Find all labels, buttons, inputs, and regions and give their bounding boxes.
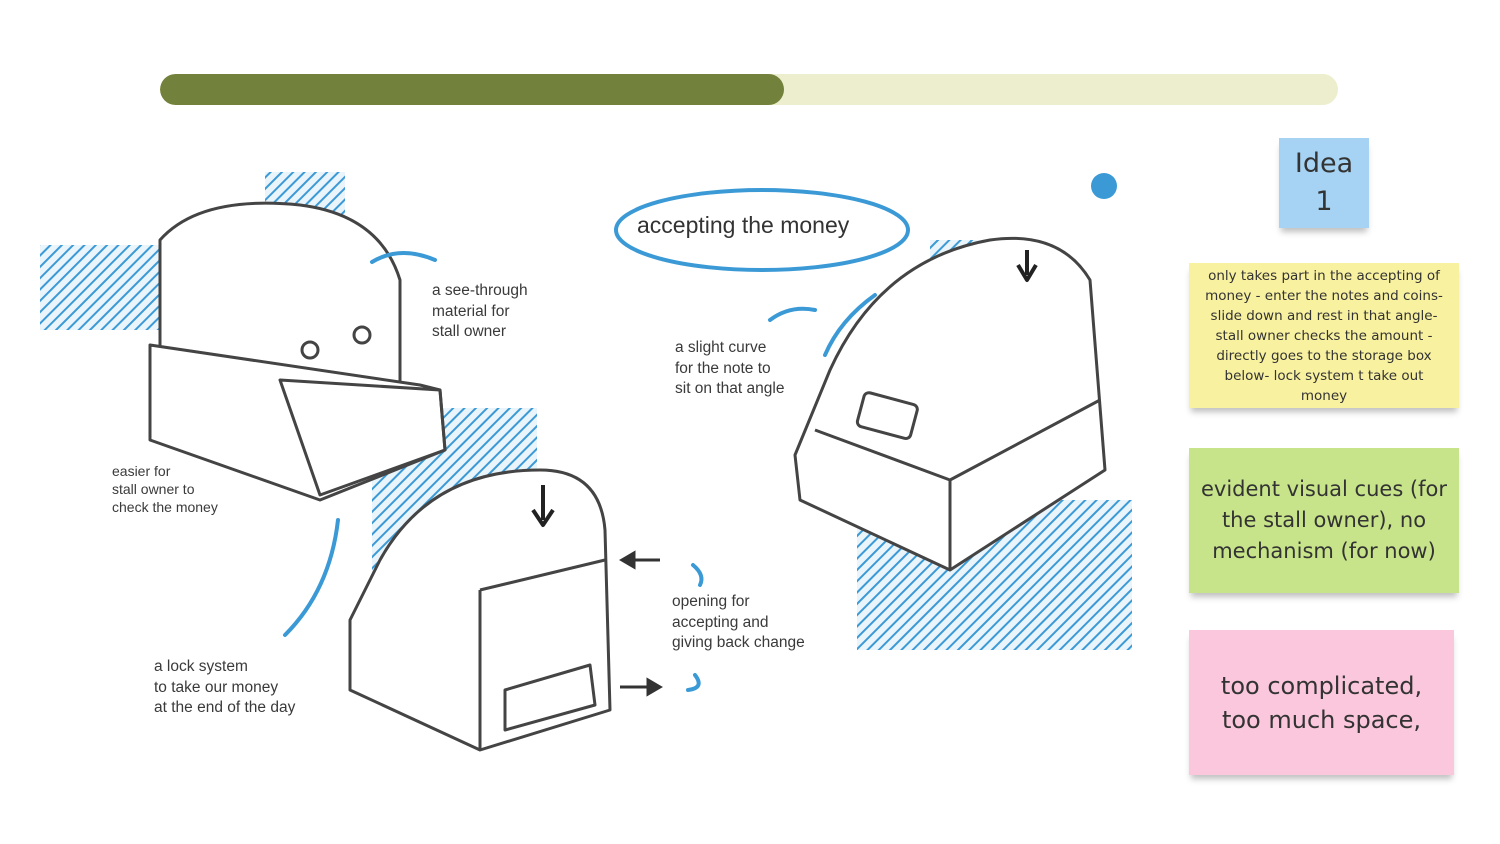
sticky-note-yellow: only takes part in the accepting of mone… bbox=[1189, 263, 1459, 408]
progress-bar-fill bbox=[160, 74, 785, 105]
annotation-easier: easier for stall owner to check the mone… bbox=[112, 463, 218, 515]
sketch-device-top-left bbox=[148, 201, 447, 502]
sketch-device-bottom bbox=[348, 468, 612, 752]
sticky-note-green-text: evident visual cues (for the stall owner… bbox=[1201, 477, 1448, 563]
sticky-note-pink: too complicated, too much space, bbox=[1189, 630, 1454, 775]
progress-bar bbox=[160, 74, 1338, 105]
annotation-opening: opening for accepting and giving back ch… bbox=[672, 593, 805, 651]
annotation-lock: a lock system to take our money at the e… bbox=[154, 658, 296, 716]
sticky-note-green: evident visual cues (for the stall owner… bbox=[1189, 448, 1459, 593]
sticky-note-pink-text: too complicated, too much space, bbox=[1220, 671, 1423, 734]
title-ellipse bbox=[614, 188, 910, 272]
sketch-device-right bbox=[793, 236, 1107, 572]
sticky-note-yellow-text: only takes part in the accepting of mone… bbox=[1205, 267, 1443, 404]
black-arrow-icons bbox=[619, 550, 663, 697]
arrow-icons bbox=[283, 250, 877, 692]
sketch-title: accepting the money bbox=[637, 212, 850, 238]
sticky-note-idea: Idea 1 bbox=[1279, 138, 1369, 228]
annotation-see-through: a see-through material for stall owner bbox=[432, 282, 528, 340]
annotation-curve: a slight curve for the note to sit on th… bbox=[675, 339, 785, 397]
